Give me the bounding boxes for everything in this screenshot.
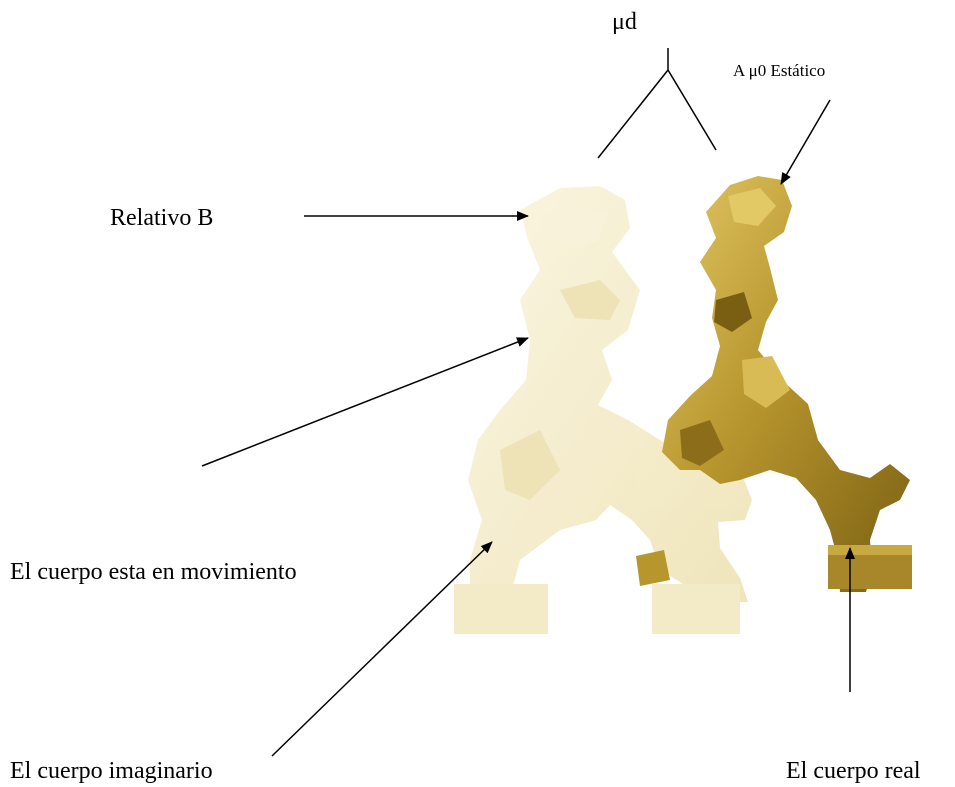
imaginary-body-back-pedestal [652, 584, 740, 634]
arrow-to-real-head [781, 100, 830, 184]
real-body-pedestal-top [828, 545, 912, 555]
mu-d-fork [598, 48, 716, 158]
arrow-body-imaginary [272, 542, 492, 756]
imaginary-body-pedestal [454, 584, 548, 634]
